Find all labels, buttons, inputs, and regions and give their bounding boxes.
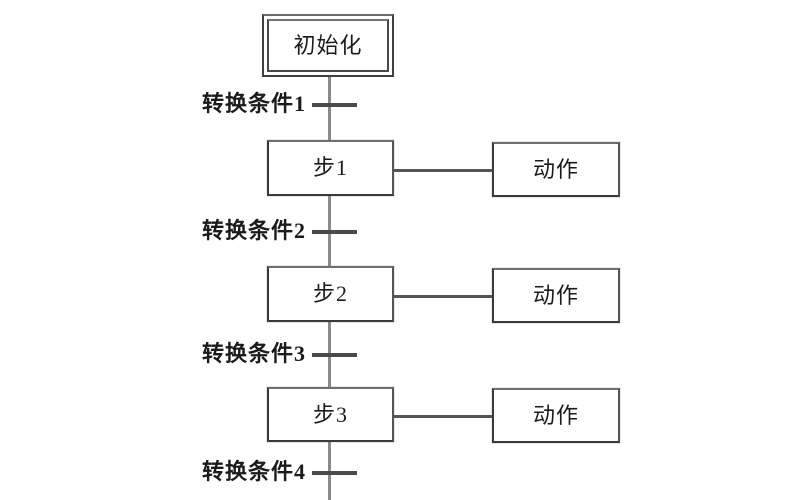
initial-step-inner-frame: 初始化	[267, 19, 389, 72]
step-label-1: 步1	[312, 155, 348, 180]
rail-segment-t1-to-step1	[328, 104, 331, 142]
initial-step-box[interactable]: 初始化	[262, 14, 394, 77]
transition-label-2: 转换条件2	[201, 218, 306, 243]
step-box-3[interactable]: 步3	[267, 387, 394, 442]
action-label-2: 动作	[532, 282, 579, 308]
action-label-1: 动作	[532, 156, 579, 182]
transition-label-4: 转换条件4	[201, 459, 306, 484]
rail-segment-step1-to-t2	[328, 196, 331, 254]
transition-label-3: 转换条件3	[201, 341, 306, 366]
transition-label-1: 转换条件1	[201, 91, 306, 116]
step-box-1[interactable]: 步1	[267, 140, 394, 196]
step-label-3: 步3	[312, 401, 348, 427]
rail-segment-t3-to-step3	[328, 354, 331, 389]
transition-tick-3	[312, 353, 357, 357]
initial-step-label: 初始化	[293, 32, 363, 58]
action-box-2[interactable]: 动作	[492, 268, 620, 323]
transition-tick-2	[312, 230, 357, 234]
action-box-1[interactable]: 动作	[492, 142, 620, 197]
step1-action-connector	[394, 169, 492, 172]
rail-segment-t2-to-step2	[328, 231, 331, 268]
rail-segment-initial-to-t1	[328, 77, 331, 125]
step2-action-connector	[394, 295, 492, 298]
action-box-3[interactable]: 动作	[492, 388, 620, 443]
step-label-2: 步2	[312, 281, 348, 306]
action-label-3: 动作	[532, 402, 579, 428]
transition-tick-4	[312, 471, 357, 475]
rail-segment-step2-to-t3	[328, 322, 331, 377]
transition-tick-1	[312, 103, 357, 107]
step-box-2[interactable]: 步2	[267, 266, 394, 322]
step3-action-connector	[394, 415, 492, 418]
